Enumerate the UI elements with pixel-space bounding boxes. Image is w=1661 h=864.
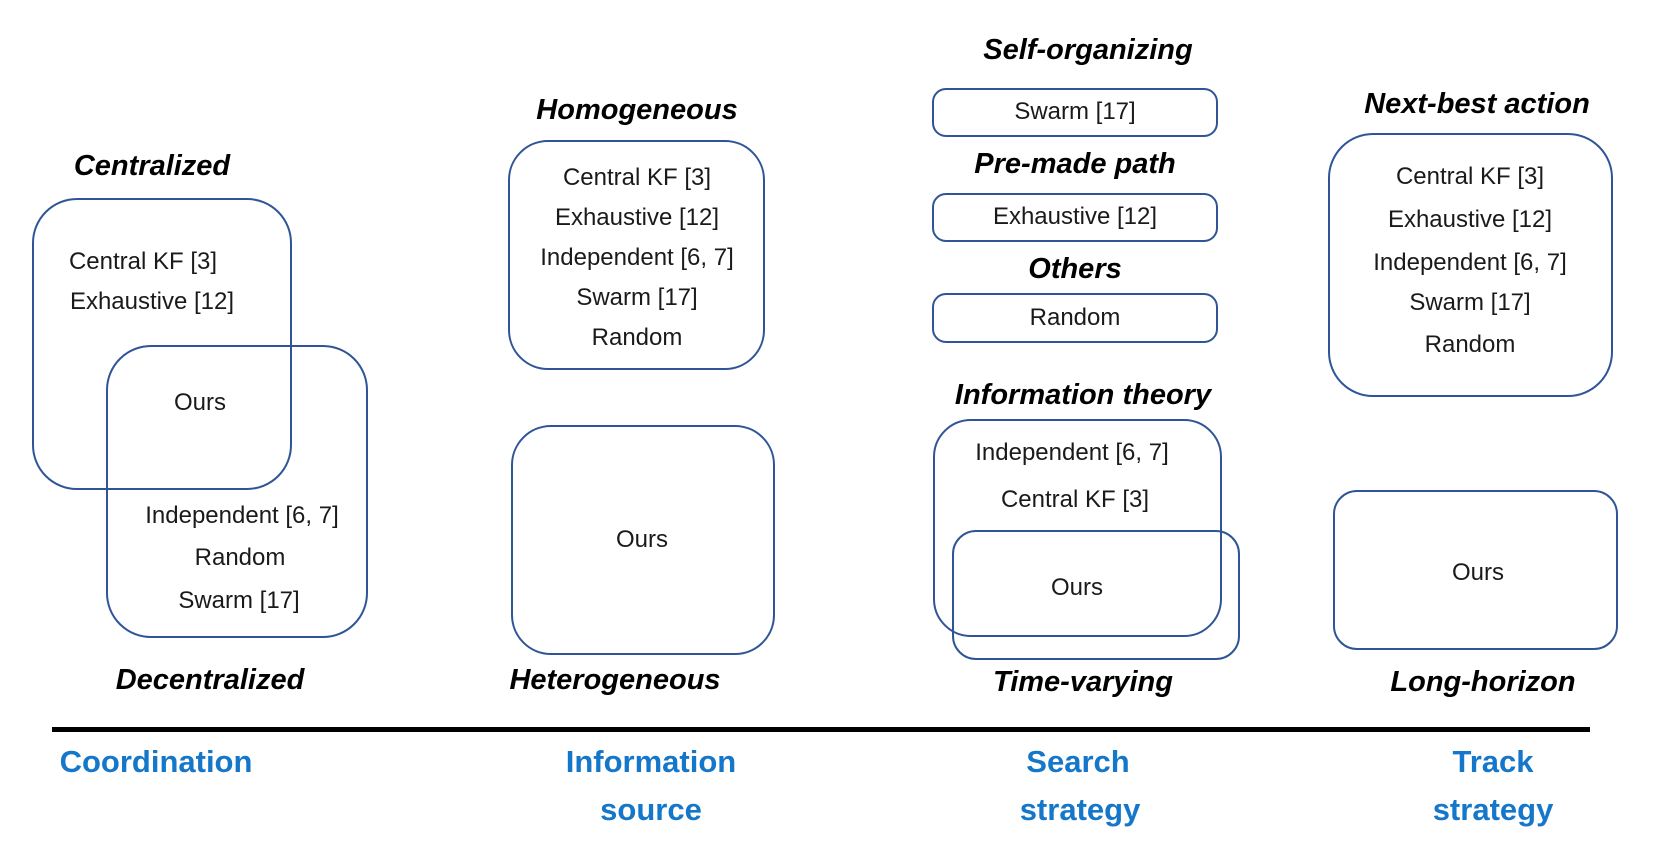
category-label-others: Others — [1028, 253, 1122, 285]
box-item: Independent [6, 7] — [145, 502, 339, 529]
box-item: Swarm [17] — [576, 284, 698, 311]
box-item: Swarm [17] — [1014, 98, 1136, 125]
category-label-self-organizing: Self-organizing — [983, 34, 1193, 66]
box-item: Random — [591, 324, 683, 351]
box-item: Independent [6, 7] — [540, 244, 734, 271]
axis-divider-line — [52, 727, 1590, 732]
box-item: Independent [6, 7] — [975, 439, 1169, 466]
category-label-long-horizon: Long-horizon — [1390, 666, 1576, 698]
box-item: Exhaustive [12] — [992, 203, 1158, 230]
box-item: Swarm [17] — [178, 587, 300, 614]
pre-made-path-box — [932, 193, 1218, 242]
ours-label: Ours — [615, 526, 669, 553]
axis-label-information: Information — [565, 744, 737, 779]
axis-label-search: Search — [1026, 744, 1130, 779]
box-item: Swarm [17] — [1409, 289, 1531, 316]
others-box — [932, 293, 1218, 343]
category-label-pre-made-path: Pre-made path — [974, 148, 1176, 180]
category-label-centralized: Centralized — [73, 150, 231, 182]
category-label-information-theory: Information theory — [954, 379, 1212, 411]
box-item: Exhaustive [12] — [69, 288, 235, 315]
axis-label-search-line2: strategy — [1019, 792, 1141, 827]
ours-label: Ours — [1451, 559, 1505, 586]
category-label-time-varying: Time-varying — [993, 666, 1173, 698]
box-item: Central KF [3] — [1000, 486, 1150, 513]
self-organizing-box — [932, 88, 1218, 137]
box-item: Central KF [3] — [562, 164, 712, 191]
next-best-action-box — [1328, 133, 1613, 397]
heterogeneous-ours-box — [511, 425, 775, 655]
axis-label-track-line2: strategy — [1432, 792, 1554, 827]
ours-label: Ours — [1050, 574, 1104, 601]
box-item: Central KF [3] — [1395, 163, 1545, 190]
category-label-heterogeneous: Heterogeneous — [509, 664, 721, 696]
box-item: Random — [1424, 331, 1516, 358]
box-item: Exhaustive [12] — [1387, 206, 1553, 233]
box-item: Random — [194, 544, 286, 571]
centralized-box — [32, 198, 292, 490]
box-item: Central KF [3] — [68, 248, 218, 275]
ours-label: Ours — [173, 389, 227, 416]
box-item: Independent [6, 7] — [1373, 249, 1567, 276]
information-theory-box — [933, 419, 1222, 637]
box-item: Random — [1029, 304, 1121, 331]
category-label-next-best-action: Next-best action — [1364, 88, 1590, 120]
long-horizon-ours-box — [1333, 490, 1618, 650]
axis-label-coordination: Coordination — [59, 744, 253, 779]
time-varying-ours-box — [952, 530, 1240, 660]
decentralized-box — [106, 345, 368, 638]
category-label-decentralized: Decentralized — [115, 664, 305, 696]
axis-label-track: Track — [1452, 744, 1534, 779]
category-label-homogeneous: Homogeneous — [536, 94, 738, 126]
box-item: Exhaustive [12] — [554, 204, 720, 231]
homogeneous-box — [508, 140, 765, 370]
axis-label-information-line2: source — [600, 792, 702, 827]
